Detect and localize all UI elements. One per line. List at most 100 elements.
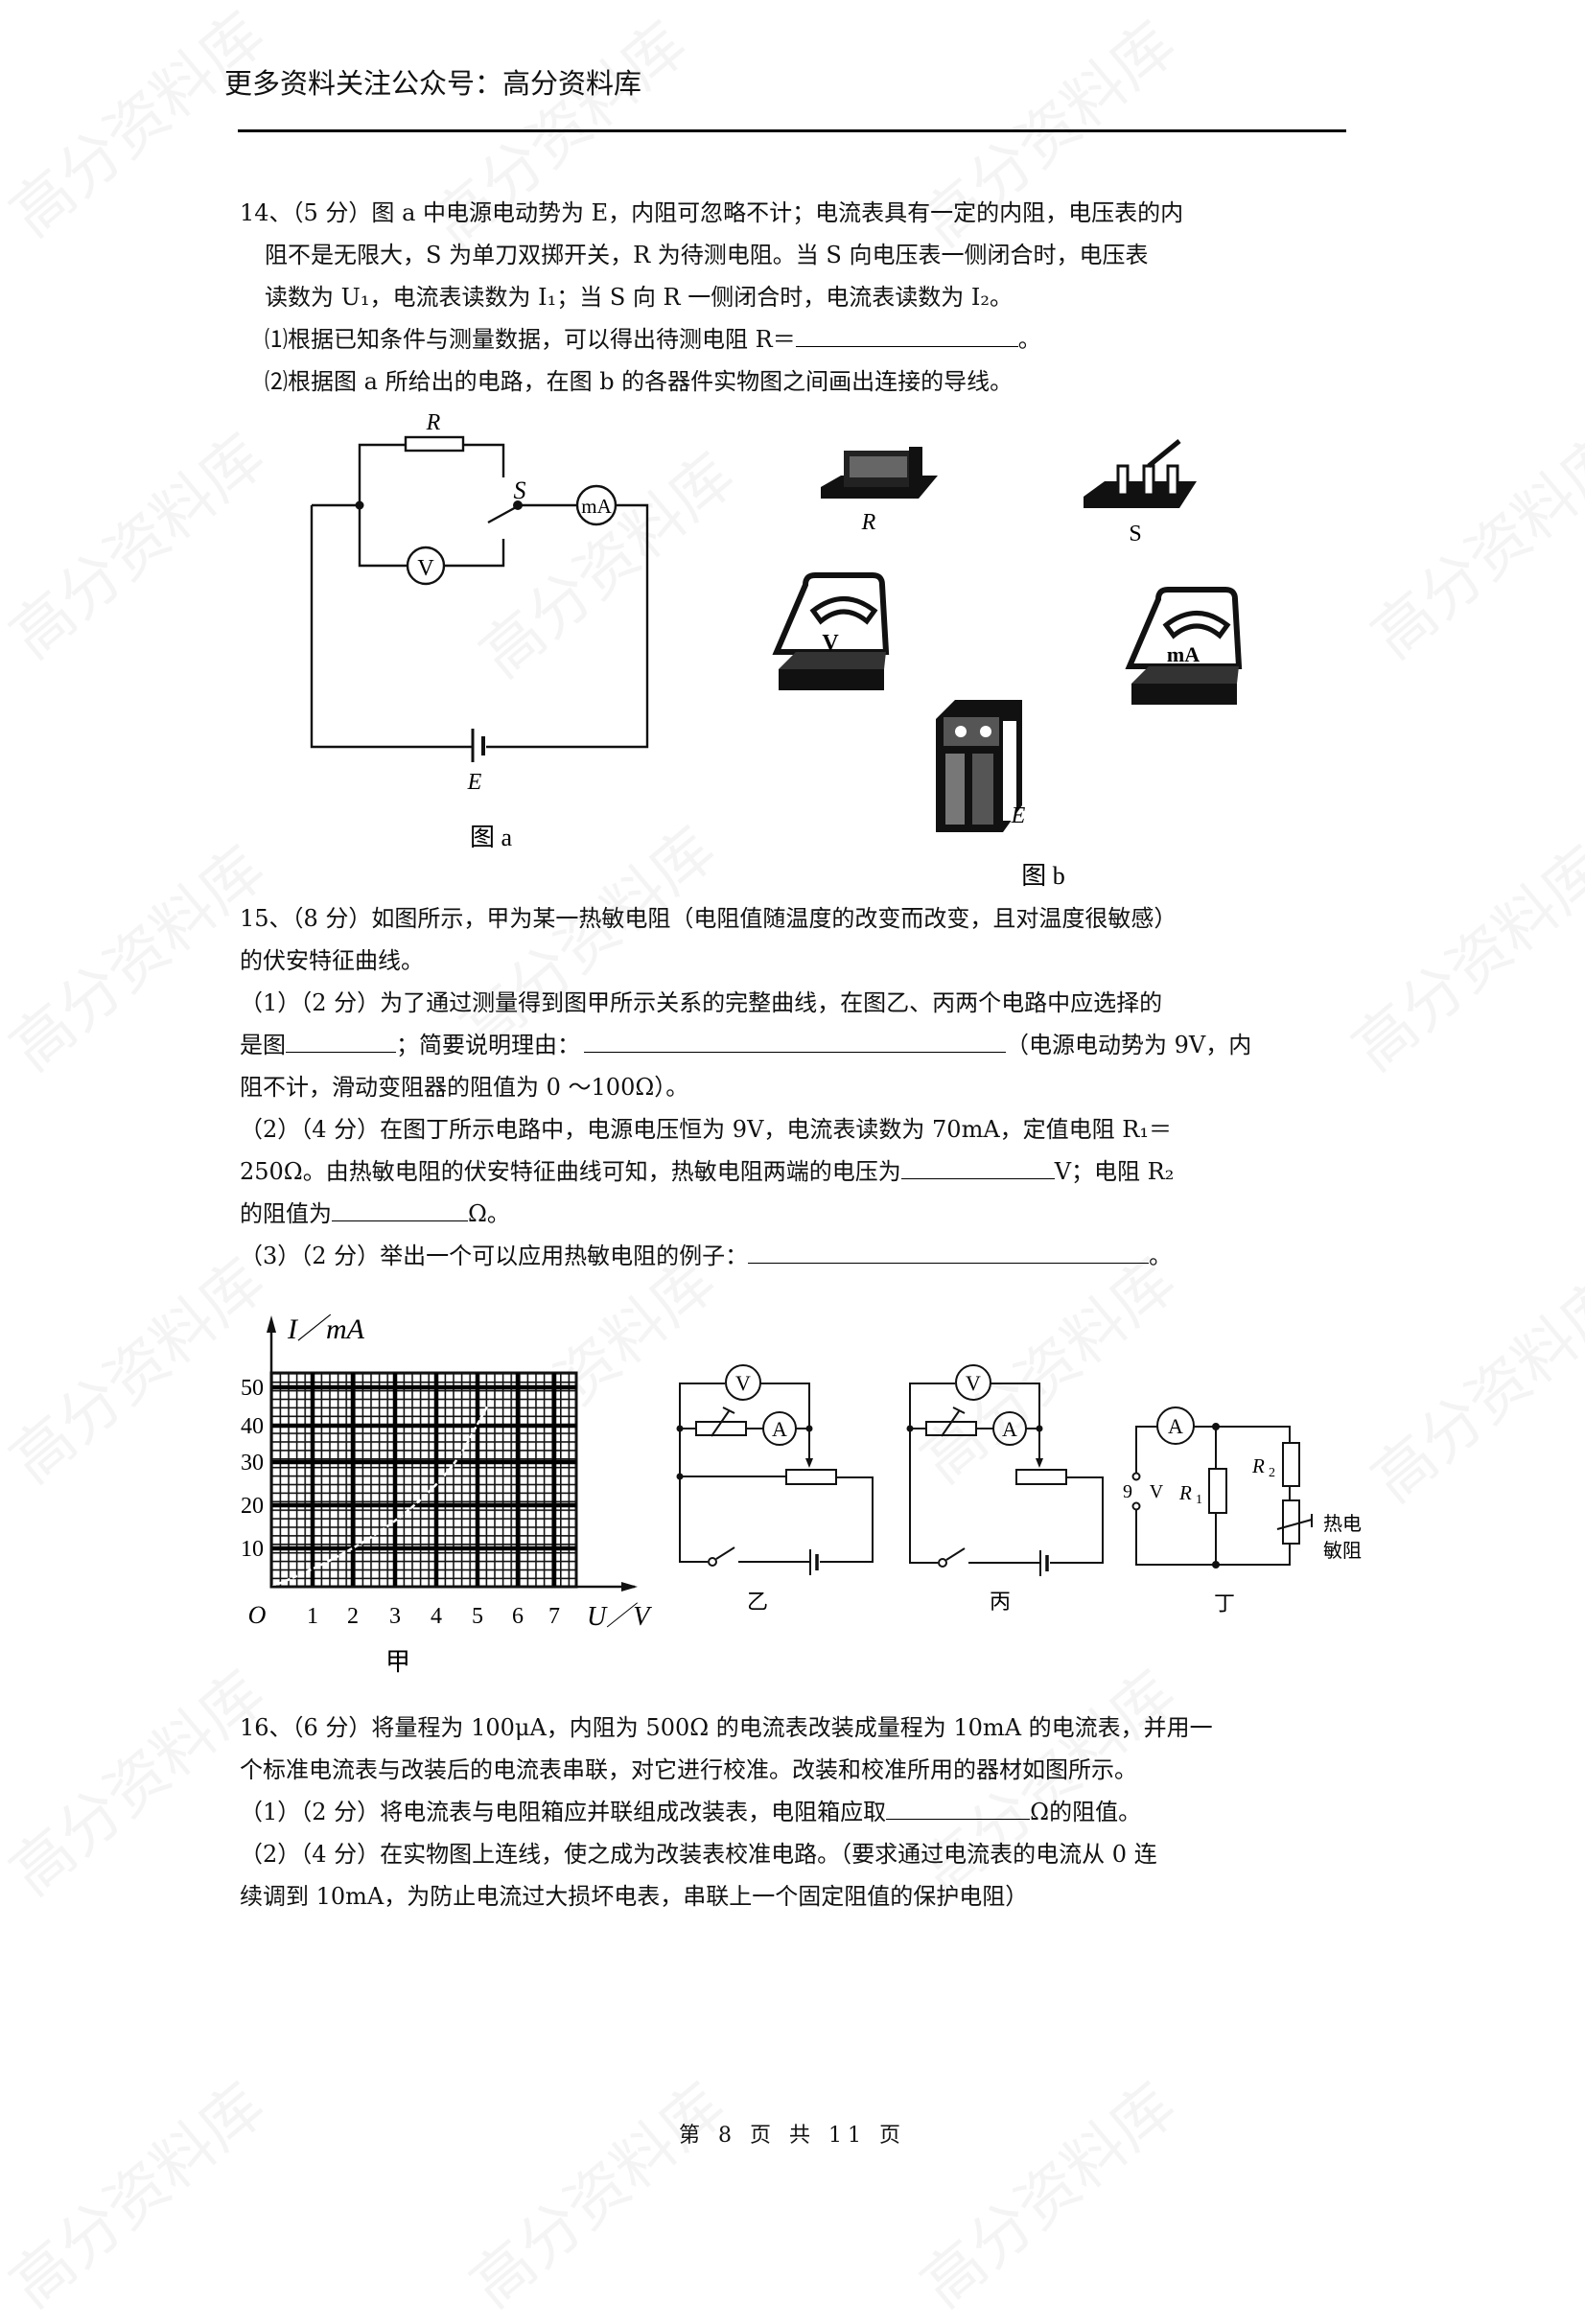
q15-p2-text-c: 的阻值为 [240, 1200, 332, 1227]
fig-b-label-mA: mA [1167, 642, 1200, 666]
q15-line1: 15、（8 分）如图所示，甲为某一热敏电阻（电阻值随温度的改变而改变，且对温度很… [240, 905, 1177, 932]
fig-a-label-mA: mA [581, 495, 612, 518]
q16-p2-line1: （2）（4 分）在实物图上连线，使之成为改装表校准电路。（要求通过电流表的电流从… [240, 1841, 1157, 1868]
resistor-device-icon [821, 447, 938, 499]
q14-sub2: ⑵根据图 a 所给出的电路，在图 b 的各器件实物图之间画出连接的导线。 [265, 368, 1014, 395]
bing-ammeter-label: A [1002, 1417, 1017, 1441]
x-tick-4: 4 [431, 1604, 442, 1629]
x-tick-5: 5 [472, 1604, 483, 1629]
watermark: 高分资料库 [1350, 410, 1585, 675]
figure-a-circuit: R S mA V E 图 a [310, 410, 649, 851]
q15-p1-text-b: ；简要说明理由： [396, 1032, 580, 1058]
figure-ding-circuit: A 9 V R 1 R 2 热电 敏阻 丁 [1123, 1406, 1362, 1615]
fig-a-label-V: V [417, 556, 434, 581]
fig-b-label-V: V [822, 631, 839, 656]
q14-answer-blank-R[interactable] [795, 323, 1018, 347]
fig-a-label-R: R [426, 410, 441, 435]
q16-answer-blank-resistance[interactable] [886, 1796, 1031, 1820]
x-tick-1: 1 [307, 1604, 318, 1629]
ding-ammeter-label: A [1168, 1414, 1183, 1438]
q15-p2-line2: 250Ω。由热敏电阻的伏安特征曲线可知，热敏电阻两端的电压为 V；电阻 R₂ [240, 1152, 1174, 1191]
junction-dot [355, 500, 364, 510]
y-tick-50: 50 [241, 1376, 264, 1401]
q14-line1: 14、（5 分）图 a 中电源电动势为 E，内阻可忽略不计；电流表具有一定的内阻… [240, 199, 1184, 226]
x-tick-6: 6 [512, 1604, 524, 1629]
ding-r1-sub: 1 [1196, 1493, 1202, 1507]
watermark: 高分资料库 [449, 2059, 740, 2324]
x-tick-3: 3 [389, 1604, 401, 1629]
chart-grid [269, 1371, 578, 1589]
y-tick-20: 20 [241, 1494, 264, 1519]
x-axis-arrow-icon [621, 1582, 638, 1592]
y-tick-10: 10 [241, 1537, 264, 1562]
q15-p1-text-c: （电源电动势为 9V，内 [1006, 1032, 1252, 1058]
q16-p2-line2: 续调到 10mA，为防止电流过大损坏电表，串联上一个固定阻值的保护电阻） [240, 1883, 1029, 1910]
ding-caption: 丁 [1214, 1592, 1235, 1615]
x-tick-7: 7 [548, 1604, 560, 1629]
q16-p1: （1）（2 分）将电流表与电阻箱应并联组成改装表，电阻箱应取 Ω的阻值。 [240, 1793, 1141, 1831]
page-header-title: 更多资料关注公众号：高分资料库 [224, 67, 642, 100]
q15-p3-text: （3）（2 分）举出一个可以应用热敏电阻的例子： [240, 1243, 749, 1269]
q15-p2-text-a: 250Ω。由热敏电阻的伏安特征曲线可知，热敏电阻两端的电压为 [240, 1158, 901, 1185]
figure-b-components: R S V mA E 图 b [772, 439, 1243, 890]
y-tick-40: 40 [241, 1414, 264, 1439]
watermark: 高分资料库 [899, 2059, 1191, 2324]
q15-p2-text-d: Ω。 [468, 1200, 510, 1227]
q16-p1-text: （1）（2 分）将电流表与电阻箱应并联组成改装表，电阻箱应取 [240, 1799, 887, 1825]
fig-b-label-S: S [1129, 522, 1141, 546]
watermark: 高分资料库 [0, 0, 280, 253]
origin-label: O [248, 1601, 267, 1629]
watermark: 高分资料库 [0, 1647, 280, 1912]
q15-p1-line1: （1）（2 分）为了通过测量得到图甲所示关系的完整曲线，在图乙、丙两个电路中应选… [240, 989, 1163, 1016]
bing-caption: 丙 [990, 1590, 1011, 1614]
ding-source-V: V [1150, 1481, 1164, 1502]
watermark: 高分资料库 [1331, 823, 1585, 1087]
ding-r2-sub: 2 [1269, 1466, 1275, 1480]
q14-line3: 读数为 U₁，电流表读数为 I₁；当 S 向 R 一侧闭合时，电流表读数为 I₂… [265, 284, 1013, 311]
y-axis-label: I／mA [287, 1313, 365, 1345]
q16-line1: 16、（6 分）将量程为 100μA，内阻为 500Ω 的电流表改装成量程为 1… [240, 1714, 1213, 1741]
watermark: 高分资料库 [0, 2059, 280, 2324]
y-axis-arrow-icon [267, 1315, 276, 1333]
q16-p1-end: Ω的阻值。 [1030, 1799, 1142, 1825]
q15-answer-blank-example[interactable] [748, 1240, 1150, 1264]
header-divider [238, 129, 1346, 132]
watermark: 高分资料库 [0, 410, 280, 675]
figure-bing-circuit: V A 丙 [906, 1364, 1104, 1614]
fig-b-label-R: R [861, 510, 876, 535]
q15-p3: （3）（2 分）举出一个可以应用热敏电阻的例子：。 [240, 1237, 1172, 1275]
q15-answer-blank-resistance[interactable] [332, 1197, 468, 1221]
slider-arrow-icon [1036, 1458, 1043, 1468]
ding-r1-label: R [1178, 1481, 1192, 1504]
slider-arrow-icon [805, 1458, 813, 1468]
q15-p1-text-a: 是图 [240, 1032, 286, 1058]
ding-thermistor-label-2: 敏阻 [1323, 1540, 1362, 1562]
switch-pivot-dot [513, 500, 523, 510]
fig-b-label-E: E [1011, 803, 1026, 828]
yi-voltmeter-label: V [735, 1371, 751, 1395]
q14-sub1-text: ⑴根据已知条件与测量数据，可以得出待测电阻 R＝ [265, 326, 796, 353]
x-tick-2: 2 [347, 1604, 359, 1629]
chart-jia-caption: 甲 [385, 1648, 410, 1676]
figure-yi-circuit: V A 乙 [676, 1364, 874, 1614]
q15-p2-line3: 的阻值为 Ω。 [240, 1195, 510, 1233]
q15-p2-line1: （2）（4 分）在图丁所示电路中，电源电压恒为 9V，电流表读数为 70mA，定… [240, 1116, 1172, 1143]
y-tick-30: 30 [241, 1451, 264, 1476]
iu-curve-line [270, 1399, 493, 1589]
ding-source-9: 9 [1123, 1481, 1132, 1502]
q15-answer-blank-voltage[interactable] [900, 1155, 1055, 1179]
q15-line2: 的伏安特征曲线。 [240, 947, 424, 974]
q15-answer-blank-figure[interactable] [286, 1029, 396, 1053]
bing-voltmeter-label: V [966, 1371, 981, 1395]
knife-switch-device-icon [1084, 439, 1197, 508]
q15-answer-blank-reason[interactable] [584, 1029, 1006, 1053]
q15-p2-text-b: V；电阻 R₂ [1054, 1158, 1175, 1185]
ding-r2-label: R [1251, 1454, 1265, 1477]
fig-a-label-E: E [467, 770, 482, 795]
q14-sub1: ⑴根据已知条件与测量数据，可以得出待测电阻 R＝。 [265, 320, 1041, 359]
milliammeter-device-icon [1125, 587, 1243, 705]
q16-line2: 个标准电流表与改装后的电流表串联，对它进行校准。改装和校准所用的器材如图所示。 [240, 1756, 1137, 1783]
fig-b-caption: 图 b [1021, 862, 1065, 890]
fig-a-label-S: S [514, 476, 526, 504]
watermark: 高分资料库 [0, 823, 280, 1087]
